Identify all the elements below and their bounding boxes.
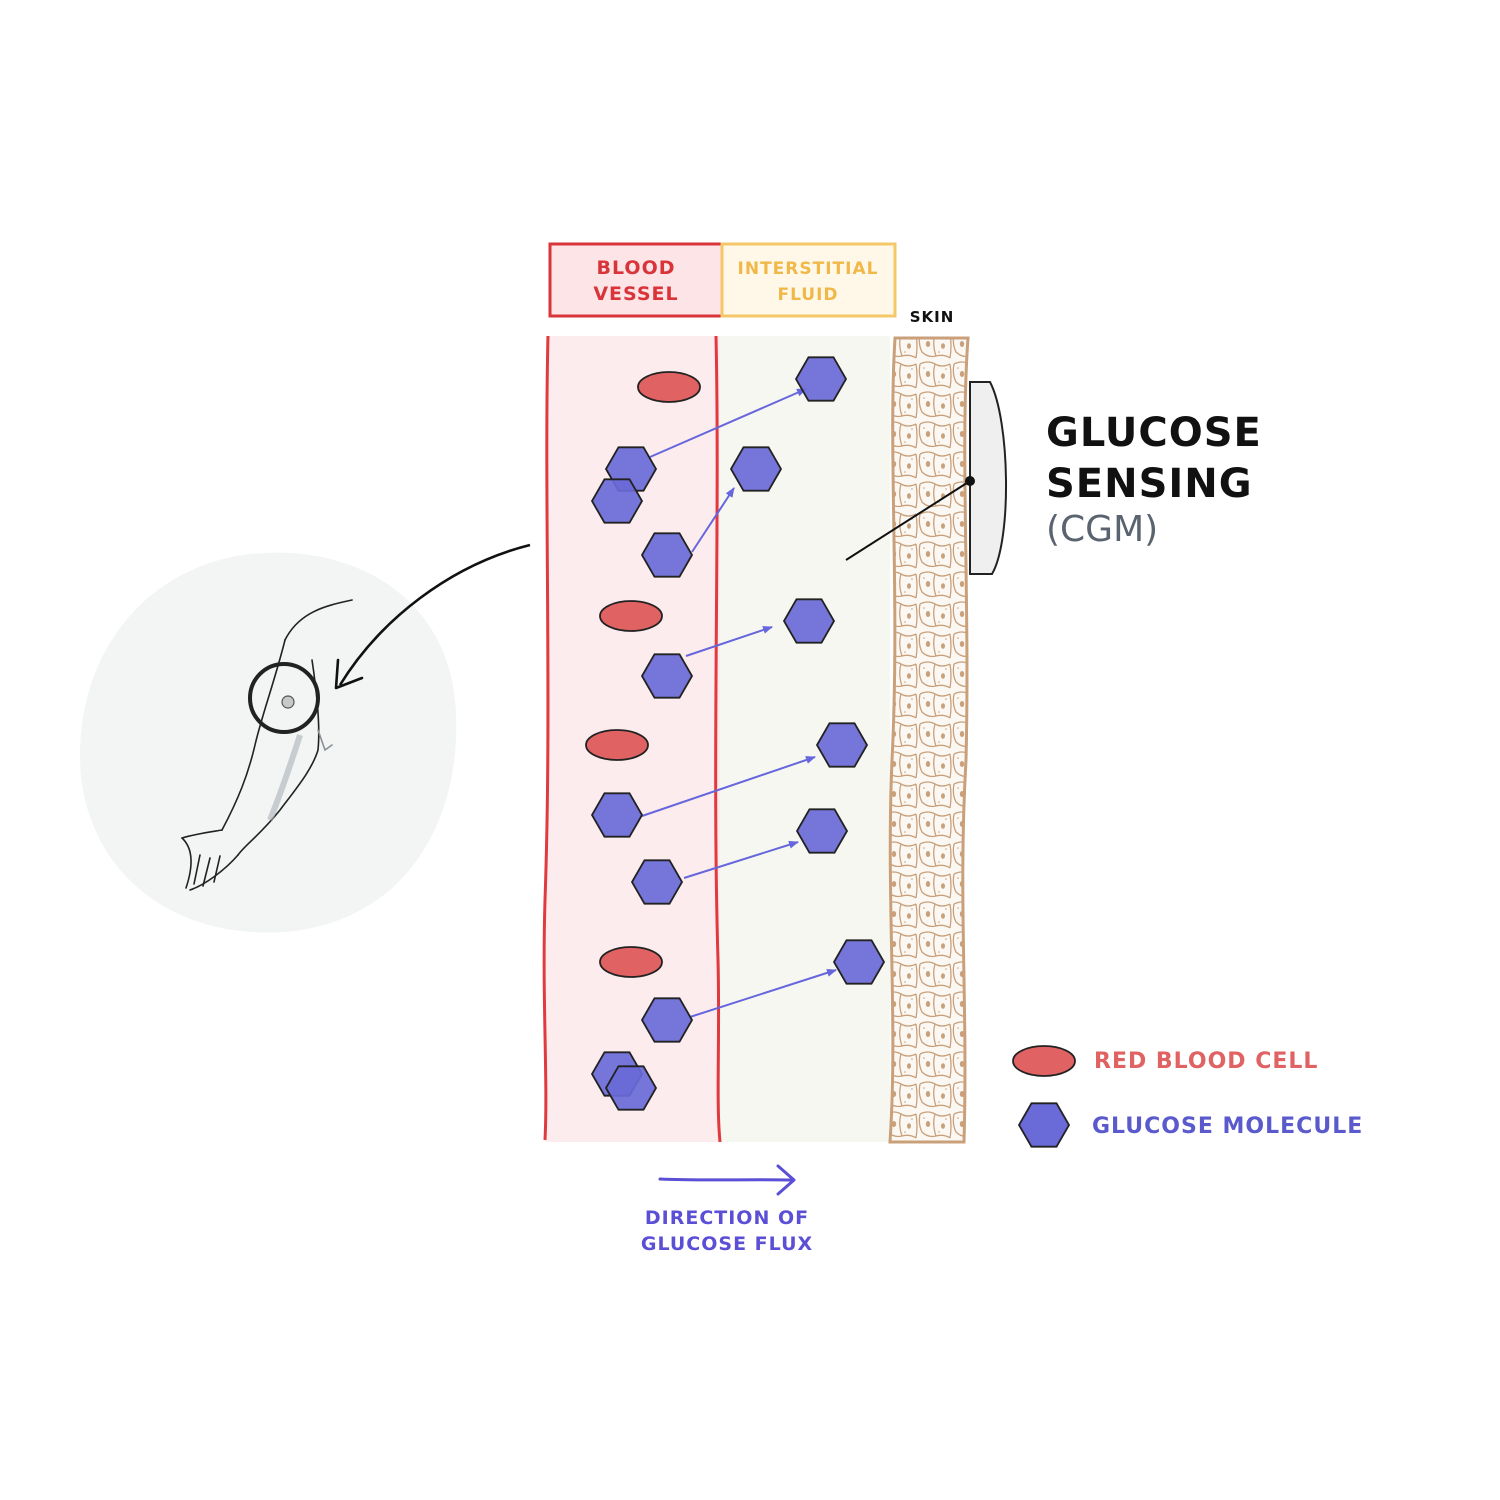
flux-arrow [641,756,816,817]
glucose-molecule [640,653,694,699]
flux-arrow [685,626,773,657]
red-blood-cell-icon [1012,1045,1076,1077]
arm-inset [79,552,457,933]
glucose-molecule [795,808,849,854]
glucose-molecule [604,1065,658,1111]
glucose-molecule [640,532,694,578]
site-circle-icon [248,662,320,734]
flux-arrow [683,840,799,879]
glucose-molecule-icon [1017,1102,1071,1148]
glucose-molecule [729,446,783,492]
flux-label-line1: DIRECTION OF [645,1207,809,1229]
header-blood-line1: BLOOD [597,257,676,279]
red-blood-cells [585,371,701,978]
glucose-molecule [832,939,886,985]
red-blood-cell [585,729,649,761]
header-interstitial-fluid: INTERSTITIAL FLUID [720,242,897,318]
red-blood-cell [599,946,663,978]
red-blood-cell [637,371,701,403]
glucose-molecule [815,722,869,768]
legend-label-glucose: GLUCOSE MOLECULE [1092,1114,1363,1139]
glucose-molecule [782,598,836,644]
glucose-molecule [794,356,848,402]
flux-arrow [689,968,837,1018]
red-blood-cell [599,600,663,632]
header-fluid-line1: INTERSTITIAL [738,259,879,279]
flux-arrow [691,487,735,553]
flux-arrow [649,388,807,458]
sensor-site-dot [281,695,295,709]
glucose-molecule [630,859,684,905]
glucose-molecule [640,997,694,1043]
header-blood-line2: VESSEL [593,283,678,305]
header-skin: SKIN [910,308,955,326]
glucose-molecule [590,792,644,838]
glucose-molecules [590,356,886,1111]
inset-blob [79,552,457,933]
zoom-arrow [338,543,531,686]
header-fluid-line2: FLUID [777,285,838,305]
cgm-sensor-icon [845,381,1008,575]
header-blood-vessel: BLOOD VESSEL [548,242,724,318]
glucose-flux-arrows [641,388,837,1018]
sensor-title-line2: SENSING [1046,461,1253,507]
flux-direction-arrow [658,1164,796,1196]
sensor-subtitle: (CGM) [1046,509,1158,550]
glucose-molecule [590,478,644,524]
legend: RED BLOOD CELL GLUCOSE MOLECULE [1012,1045,1363,1148]
legend-label-rbc: RED BLOOD CELL [1094,1049,1318,1074]
flux-label-line2: GLUCOSE FLUX [641,1233,813,1255]
skin-layer [888,336,970,1144]
sensor-title-line1: GLUCOSE [1046,410,1262,456]
